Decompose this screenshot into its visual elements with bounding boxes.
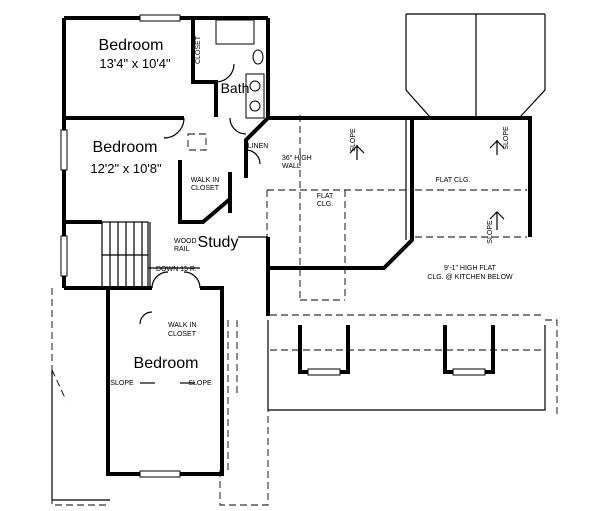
closet-label: CLOSET [195,35,202,64]
walk-in-closet-2-line2: CLOSET [168,331,197,338]
walk-in-closet-1-line1: WALK IN [191,177,220,184]
wood-rail-line1: WOOD [174,238,197,245]
doors [139,63,261,325]
high-flat-line2: CLG. @ KITCHEN BELOW [427,274,513,281]
bedroom-mid-dims: 12'2" x 10'8" [90,161,162,176]
down-stairs-label: DOWN 15 R. [156,266,197,273]
walk-in-closet-1-line2: CLOSET [191,185,220,192]
windows [60,14,486,478]
linen-label: LINEN [248,143,269,150]
slope-arrows [140,140,505,384]
staircase [101,221,200,290]
slope-label-3: SLOPE [487,220,494,244]
bath-fixtures [215,19,265,119]
high-wall-line1: 36" HIGH [282,155,312,162]
bedroom-top-label: Bedroom [99,37,164,54]
bath-label: Bath [221,80,250,96]
high-wall-line2: WALL [282,163,301,170]
flat-clg-line1: FLAT [317,193,334,200]
wood-rail-line2: RAIL [174,246,190,253]
bedroom-top-dims: 13'4" x 10'4" [99,56,171,71]
high-flat-line1: 9'-1" HIGH FLAT [444,265,497,272]
roof-outline [51,13,558,506]
walk-in-closet-2-line1: WALK IN [168,322,197,329]
bedroom-mid-label: Bedroom [93,139,158,156]
slope-label-1: SLOPE [350,128,357,152]
slope-label-2: SLOPE [503,126,510,150]
flat-clg-2-label: FLAT CLG. [436,177,471,184]
flat-clg-line2: CLG. [317,201,333,208]
slope-label-4: SLOPE [110,380,134,387]
slope-label-5: SLOPE [188,380,212,387]
study-label: Study [198,234,239,251]
exterior-walls [62,16,532,476]
bedroom-bottom-label: Bedroom [134,355,199,372]
